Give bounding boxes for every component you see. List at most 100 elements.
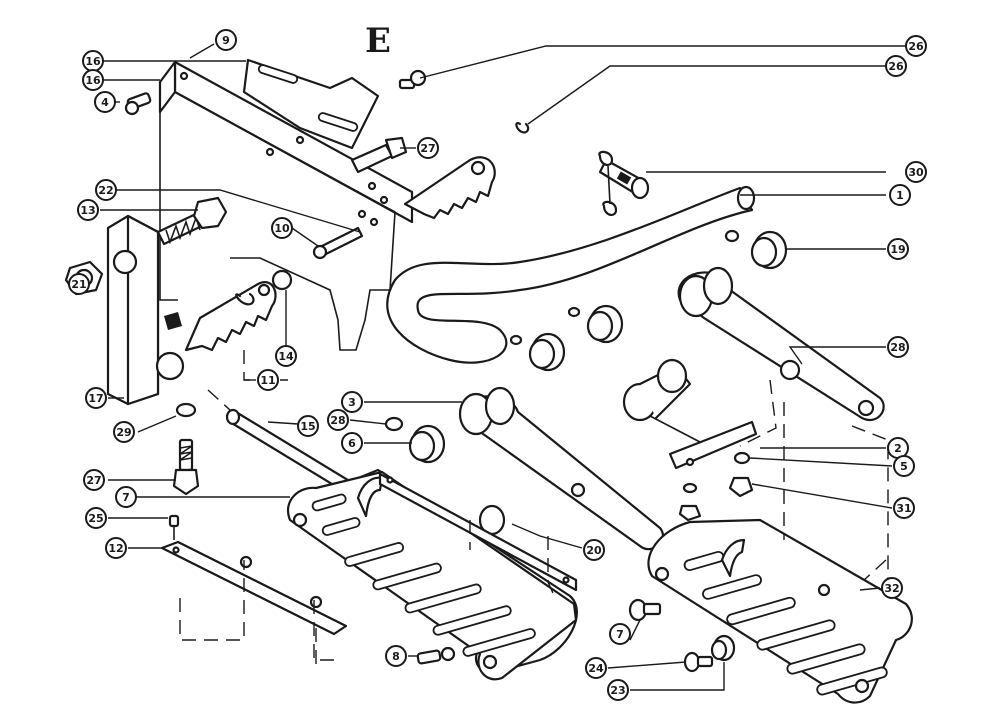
callout-7: 7 bbox=[609, 623, 631, 645]
callout-24: 24 bbox=[585, 657, 607, 679]
diagram-title: E bbox=[365, 21, 391, 61]
callout-26: 26 bbox=[885, 55, 907, 77]
bolt-lower bbox=[172, 438, 200, 496]
callout-label: 30 bbox=[908, 166, 924, 179]
callout-label: 15 bbox=[300, 420, 315, 433]
washer-29 bbox=[175, 402, 197, 418]
callout-13: 13 bbox=[77, 199, 99, 221]
callout-label: 3 bbox=[348, 396, 356, 409]
callout-16: 16 bbox=[82, 69, 104, 91]
lever-arm-left bbox=[458, 386, 664, 551]
callout-2: 2 bbox=[887, 437, 909, 459]
callout-1: 1 bbox=[889, 184, 911, 206]
callout-19: 19 bbox=[887, 238, 909, 260]
curved-tube bbox=[386, 185, 756, 364]
pedal-plate-right bbox=[647, 518, 913, 704]
pin-24 bbox=[628, 598, 662, 622]
callout-8: 8 bbox=[385, 645, 407, 667]
pin-23 bbox=[683, 651, 714, 673]
callout-label: 25 bbox=[88, 512, 103, 525]
callout-12: 12 bbox=[105, 537, 127, 559]
callout-label: 4 bbox=[101, 96, 109, 109]
callout-label: 17 bbox=[88, 392, 103, 405]
screw-25 bbox=[168, 514, 180, 540]
bushing-6 bbox=[384, 416, 446, 464]
callout-label: 22 bbox=[98, 184, 113, 197]
clip-30 bbox=[515, 122, 530, 134]
callout-21: 21 bbox=[68, 273, 90, 295]
callout-11: 11 bbox=[257, 369, 279, 391]
callout-label: 14 bbox=[278, 350, 294, 363]
leader-lines bbox=[72, 43, 906, 691]
bolt-upper bbox=[350, 136, 408, 174]
callout-25: 25 bbox=[85, 507, 107, 529]
screw-26 bbox=[398, 69, 427, 90]
callout-label: 8 bbox=[392, 650, 400, 663]
callout-30: 30 bbox=[905, 161, 927, 183]
callout-label: 27 bbox=[420, 142, 435, 155]
callout-22: 22 bbox=[95, 179, 117, 201]
callout-7: 7 bbox=[115, 486, 137, 508]
slotted-bracket bbox=[242, 58, 380, 150]
callout-label: 11 bbox=[260, 374, 275, 387]
tube-mount-bracket bbox=[622, 358, 758, 470]
roller-4 bbox=[710, 634, 736, 662]
callout-31: 31 bbox=[893, 497, 915, 519]
callout-10: 10 bbox=[271, 217, 293, 239]
mounting-bracket-plate bbox=[158, 60, 414, 351]
callout-16: 16 bbox=[82, 50, 104, 72]
callout-17: 17 bbox=[85, 387, 107, 409]
fasteners-31-32 bbox=[678, 451, 754, 522]
bolt-26-left bbox=[124, 92, 152, 116]
callout-label: 31 bbox=[896, 502, 911, 515]
callout-label: 1 bbox=[896, 189, 904, 202]
callout-label: 19 bbox=[890, 243, 905, 256]
pivot-pin bbox=[312, 226, 364, 260]
callout-4: 4 bbox=[94, 91, 116, 113]
callout-29: 29 bbox=[113, 421, 135, 443]
callout-20: 20 bbox=[583, 539, 605, 561]
ratchet-pawl-lower bbox=[184, 281, 277, 352]
adjusting-spring bbox=[156, 196, 228, 246]
pedal-plate-left bbox=[287, 468, 578, 681]
lever-arm-right bbox=[677, 266, 885, 421]
callout-label: 13 bbox=[80, 204, 95, 217]
callout-label: 7 bbox=[122, 491, 130, 504]
callout-label: 24 bbox=[588, 662, 604, 675]
callout-28: 28 bbox=[327, 409, 349, 431]
callout-27: 27 bbox=[83, 469, 105, 491]
callout-label: 10 bbox=[274, 222, 290, 235]
callout-label: 28 bbox=[330, 414, 345, 427]
callout-label: 16 bbox=[85, 55, 101, 68]
callout-label: 23 bbox=[610, 684, 625, 697]
callout-3: 3 bbox=[341, 391, 363, 413]
callout-label: 27 bbox=[86, 474, 101, 487]
callout-label: 20 bbox=[586, 544, 602, 557]
callout-28: 28 bbox=[887, 336, 909, 358]
handle-knob bbox=[598, 150, 650, 216]
callout-label: 5 bbox=[900, 460, 908, 473]
bushing-left bbox=[509, 332, 566, 372]
screw-8 bbox=[416, 646, 456, 665]
callout-label: 26 bbox=[908, 40, 924, 53]
bushing-28-right bbox=[724, 229, 788, 270]
callout-5: 5 bbox=[893, 455, 915, 477]
ratchet-pawl-upper bbox=[403, 156, 496, 220]
callout-label: 29 bbox=[116, 426, 131, 439]
callout-32: 32 bbox=[881, 577, 903, 599]
callout-label: 26 bbox=[888, 60, 904, 73]
callout-27: 27 bbox=[417, 137, 439, 159]
callout-label: 28 bbox=[890, 341, 905, 354]
callout-label: 12 bbox=[108, 542, 123, 555]
callout-15: 15 bbox=[297, 415, 319, 437]
callout-9: 9 bbox=[215, 29, 237, 51]
callout-label: 7 bbox=[616, 628, 624, 641]
callout-26: 26 bbox=[905, 35, 927, 57]
callout-23: 23 bbox=[607, 679, 629, 701]
bushing-center bbox=[567, 304, 624, 344]
callout-label: 6 bbox=[348, 437, 356, 450]
callout-14: 14 bbox=[275, 345, 297, 367]
callout-label: 2 bbox=[894, 442, 902, 455]
callout-label: 32 bbox=[884, 582, 899, 595]
